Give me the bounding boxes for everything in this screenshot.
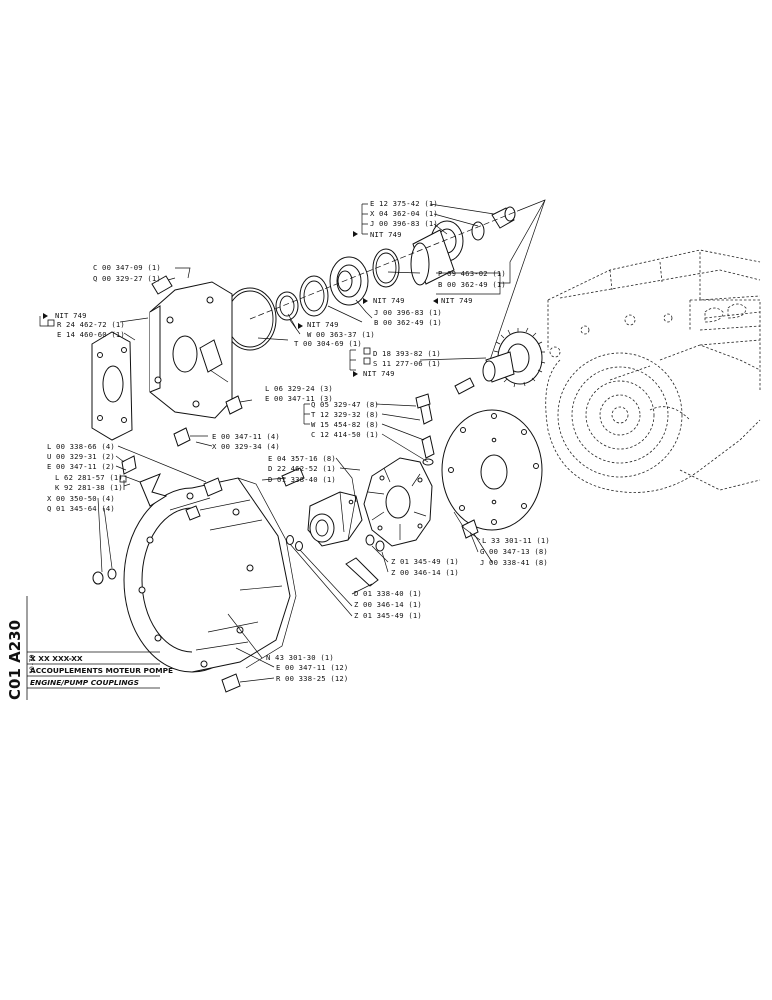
rubber-coupling: [363, 457, 433, 547]
bell-housing: [92, 395, 297, 693]
label-nit749-left: NIT 749: [55, 311, 87, 320]
label-r00-338: R 00 338-25 (12): [276, 674, 348, 683]
label-r24-462: R 24 462-72 (1): [57, 320, 125, 329]
label-x00-350: X 00 350-50 (4): [47, 494, 115, 503]
label-b00-362-a: B 00 362-49 (1): [438, 280, 506, 289]
label-q00-329-27: Q 00 329-27 (1): [93, 274, 161, 283]
label-e14-460: E 14 460-60 (1): [57, 330, 125, 339]
label-p09-463: P 09 463-02 (1): [438, 269, 506, 278]
drive-gear: [454, 327, 546, 395]
label-e00-347-11-2: E 00 347-11 (2): [47, 462, 115, 471]
label-e04-357: E 04 357-16 (8): [268, 454, 336, 463]
label-d18-393: D 18 393-82 (1): [373, 349, 441, 358]
label-nit749-top: NIT 749: [370, 230, 402, 239]
label-nit749-gear: NIT 749: [363, 369, 395, 378]
sheet-title-fr: ACCOUPLEMENTS MOTEUR POMPE: [30, 666, 173, 675]
label-e00-347-11-4: E 00 347-11 (4): [212, 432, 280, 441]
label-l62-281: L 62 281-57 (1): [55, 473, 123, 482]
sheet-code: C01 A230: [6, 620, 24, 700]
label-b00-362-b: B 00 362-49 (1): [374, 318, 442, 327]
sheet-title-en: ENGINE/PUMP COUPLINGS: [30, 678, 139, 687]
label-nit749-mid: NIT 749: [307, 320, 339, 329]
label-k92-281: K 92 281-38 (1): [55, 483, 123, 492]
label-q05-329: Q 05 329-47 (8): [311, 400, 379, 409]
label-l33-301: L 33 301-11 (1): [482, 536, 550, 545]
label-g00-347: G 00 347-13 (8): [480, 547, 548, 556]
label-u00-329-31: U 00 329-31 (2): [47, 452, 115, 461]
adapter-plate: [149, 275, 233, 419]
label-z00-346-b: Z 00 346-14 (1): [354, 600, 422, 609]
label-d01-338-b: D 01 338-40 (1): [354, 589, 422, 598]
label-w15-454: W 15 454-82 (8): [311, 420, 379, 429]
label-z01-345-b: Z 01 345-49 (1): [354, 611, 422, 620]
label-s11-277: S 11 277-06 (1): [373, 359, 441, 368]
label-j00-396-mid: J 00 396-83 (1): [374, 308, 442, 317]
label-w00-363: W 00 363-37 (1): [307, 330, 375, 339]
label-q01-345: Q 01 345-64 (4): [47, 504, 115, 513]
label-e00-347-11-12: E 00 347-11 (12): [276, 663, 348, 672]
label-x00-329-34: X 00 329-34 (4): [212, 442, 280, 451]
sheet-ref: X XX XXX-XX: [30, 654, 83, 663]
label-t00-304: T 00 304-69 (1): [294, 339, 362, 348]
label-j00-338: J 00 338-41 (8): [480, 558, 548, 567]
title-block: X XX XXX-XX ACCOUPLEMENTS MOTEUR POMPE E…: [6, 596, 173, 700]
label-d22-462: D 22 462-52 (1): [268, 464, 336, 473]
label-x04-362: X 04 362-04 (1): [370, 209, 438, 218]
label-d01-338-a: D 01 338-40 (1): [268, 475, 336, 484]
label-e00-347-11-3: E 00 347-11 (3): [265, 394, 333, 403]
part-labels: E 12 375-42 (1) X 04 362-04 (1) J 00 396…: [47, 199, 550, 683]
label-t12-329: T 12 329-32 (8): [311, 410, 379, 419]
bearing-assembly: [223, 199, 546, 361]
sheet-date: 10-79: [28, 654, 36, 674]
label-nit749-r1: NIT 749: [373, 296, 405, 305]
label-e12-375: E 12 375-42 (1): [370, 199, 438, 208]
leader-lines: [97, 199, 546, 683]
label-j00-396-top: J 00 396-83 (1): [370, 219, 438, 228]
label-z00-346-a: Z 00 346-14 (1): [391, 568, 459, 577]
flywheel-plate: [415, 393, 543, 539]
label-nit749-r2: NIT 749: [441, 296, 473, 305]
gasket: [91, 331, 133, 441]
label-n43-301: N 43 301-30 (1): [266, 653, 334, 662]
label-c00-347-09: C 00 347-09 (1): [93, 263, 161, 272]
engine-outline: [545, 249, 761, 493]
label-z01-345-a: Z 01 345-49 (1): [391, 557, 459, 566]
label-l06-329: L 06 329-24 (3): [265, 384, 333, 393]
callout-symbols: [39, 231, 438, 483]
label-c12-414: C 12 414-50 (1): [311, 430, 379, 439]
label-l00-338-66: L 00 338-66 (4): [47, 442, 115, 451]
coupling-hub: [281, 467, 385, 587]
